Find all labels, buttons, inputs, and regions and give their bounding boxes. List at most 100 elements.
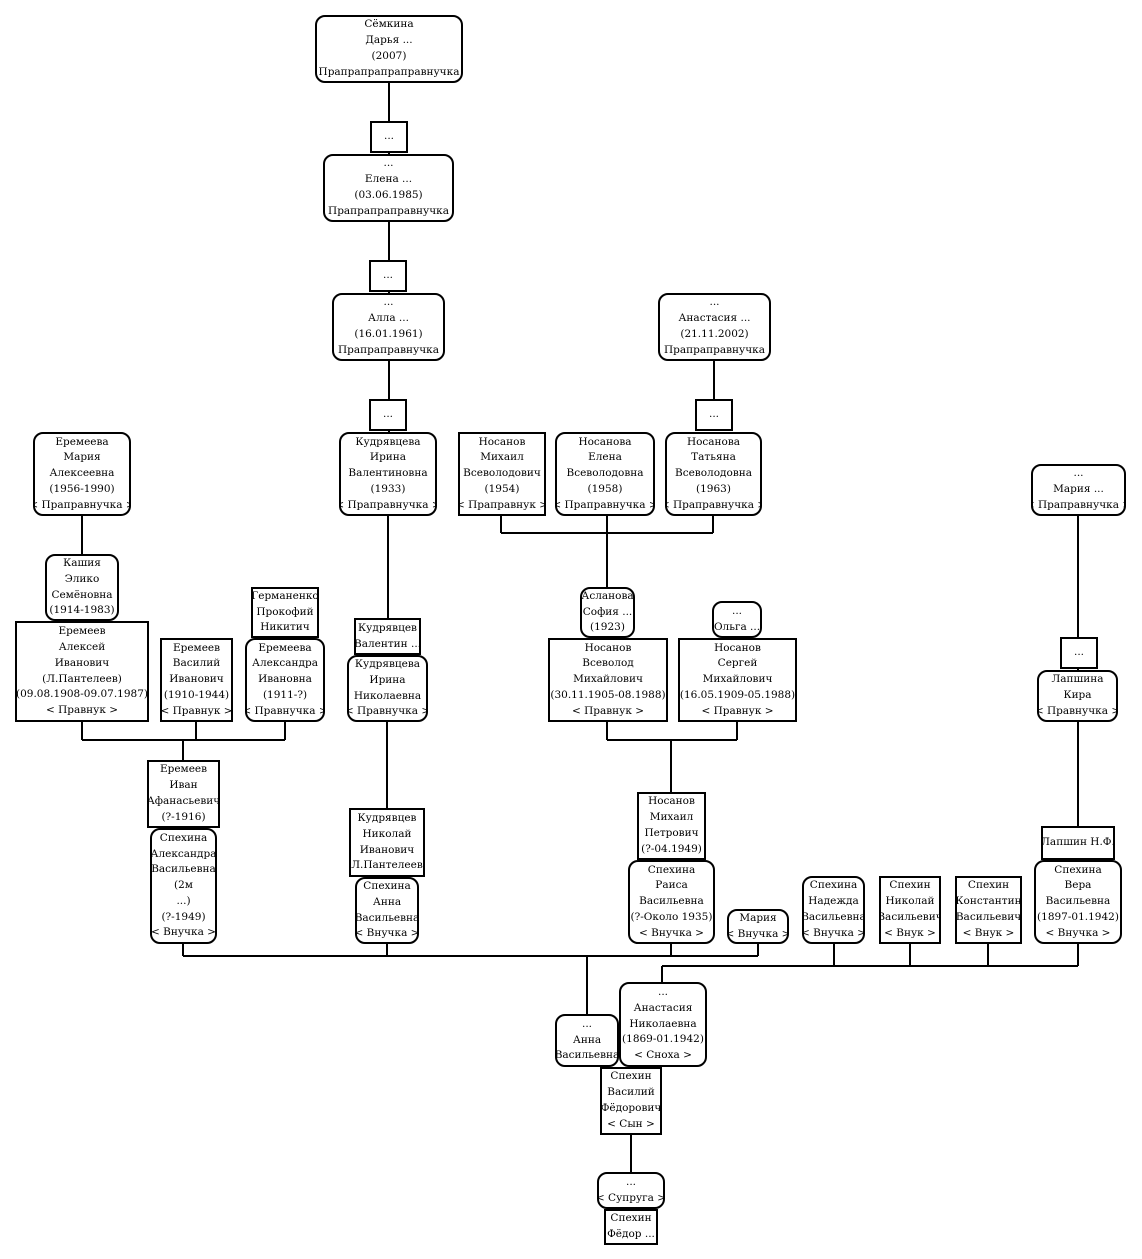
person-card-line: < Праправнучка > <box>555 498 655 511</box>
person-card-line: Надежда <box>808 895 859 908</box>
person-card-line: Мария ... <box>1053 483 1104 496</box>
person-card-elena[interactable]: ...Елена ...(03.06.1985)< Прапрапраправн… <box>323 154 454 222</box>
person-card-maria-vnuchka[interactable]: Мария< Внучка > <box>727 909 789 944</box>
person-card-line: Анастасия <box>633 1001 693 1014</box>
person-card-line: (?-1916) <box>161 810 206 823</box>
person-card-line: ... <box>1073 646 1084 659</box>
person-card-line: (09.08.1908-09.07.1987) <box>16 688 148 701</box>
person-card-line: (2м <box>174 879 193 892</box>
person-card-line: ... <box>625 1175 636 1188</box>
person-card-line: Асланова <box>581 589 634 602</box>
person-card-alla[interactable]: ...Алла ...(16.01.1961)< Прапраправнучка… <box>332 293 445 361</box>
person-card-lapshin[interactable]: Лапшин Н.Ф. <box>1041 826 1115 860</box>
person-card-line: (30.11.1905-08.1988) <box>550 688 666 701</box>
person-card-line: Елена <box>588 451 622 464</box>
person-card-line: ... <box>383 130 394 143</box>
person-card-suprug[interactable]: ... < Супруга > <box>597 1172 665 1209</box>
person-card-line: ... <box>581 1017 592 1030</box>
person-card-line: Носанов <box>714 641 761 654</box>
person-card-line: Алла ... <box>368 312 409 325</box>
person-card-line: Всеволод <box>582 657 634 670</box>
person-card-line: Кудрявцева <box>354 657 421 670</box>
person-card-line: Васильевич <box>879 911 941 923</box>
person-card-line: Михаил <box>649 811 694 824</box>
person-card-u2[interactable]: ... <box>369 260 407 292</box>
person-card-line: Елена ... <box>364 173 413 186</box>
person-card-line: (?-1949) <box>161 910 206 923</box>
person-card-u5[interactable]: ... <box>1060 637 1098 669</box>
person-card-line: (16.05.1909-05.1988) <box>679 688 796 701</box>
person-card-line: ... <box>1073 467 1084 480</box>
person-card-line: < Внучка > <box>727 927 789 940</box>
person-card-line: Германенко <box>251 589 319 602</box>
person-card-line: Иванович <box>54 656 110 669</box>
person-card-line: Алексеевна <box>49 467 115 480</box>
person-card-line: Васильевна <box>151 863 216 876</box>
person-card-line: Спехин <box>610 1212 652 1225</box>
person-card-line: (1911-?) <box>262 688 308 701</box>
person-card-line: Василий <box>172 657 221 670</box>
person-card-line: Фёдор ... <box>607 1228 655 1240</box>
person-card-line: Иван <box>169 779 198 792</box>
person-card-line: (1963) <box>696 482 731 495</box>
person-card-line: (?-Около 1935) <box>630 910 713 923</box>
person-card-line: Татьяна <box>691 451 736 464</box>
person-card-anastasia2002[interactable]: ...Анастасия ...(21.11.2002)< Прапраправ… <box>658 293 771 361</box>
person-card-u3[interactable]: ... <box>369 399 407 431</box>
person-card-line: < Правнук > <box>160 704 233 717</box>
person-card-line: Василий <box>607 1086 655 1099</box>
person-card-line: (Л.Пантелеев) <box>349 859 425 872</box>
person-card-line: < Супруга > <box>597 1191 665 1204</box>
person-card-line: (1914-1983) <box>49 604 115 617</box>
person-card-line: Дарья ... <box>365 34 413 47</box>
person-card-maria-dots[interactable]: ... Мария ... < Праправнучка > <box>1031 464 1126 516</box>
person-card-u1[interactable]: ... <box>370 121 408 153</box>
person-card-olga[interactable]: ...Ольга ... <box>712 601 762 638</box>
person-card-line: (1956-1990) <box>49 482 115 495</box>
person-card-line: Спехин <box>610 1070 652 1083</box>
person-card-line: (03.06.1985) <box>354 189 423 201</box>
person-card-line: Иванович <box>359 843 415 856</box>
person-card-line: < Праправнучка > <box>1031 498 1126 511</box>
person-card-line: < Правнук > <box>45 704 119 717</box>
person-card-line: < Правнук > <box>571 704 645 717</box>
person-card-line: Сергей <box>717 657 758 670</box>
person-card-line: Васильевна <box>355 911 419 924</box>
person-card-line: Фёдорович <box>600 1102 662 1114</box>
person-card-u4[interactable]: ... <box>695 399 733 431</box>
person-card-line: Еремеева <box>258 641 312 654</box>
